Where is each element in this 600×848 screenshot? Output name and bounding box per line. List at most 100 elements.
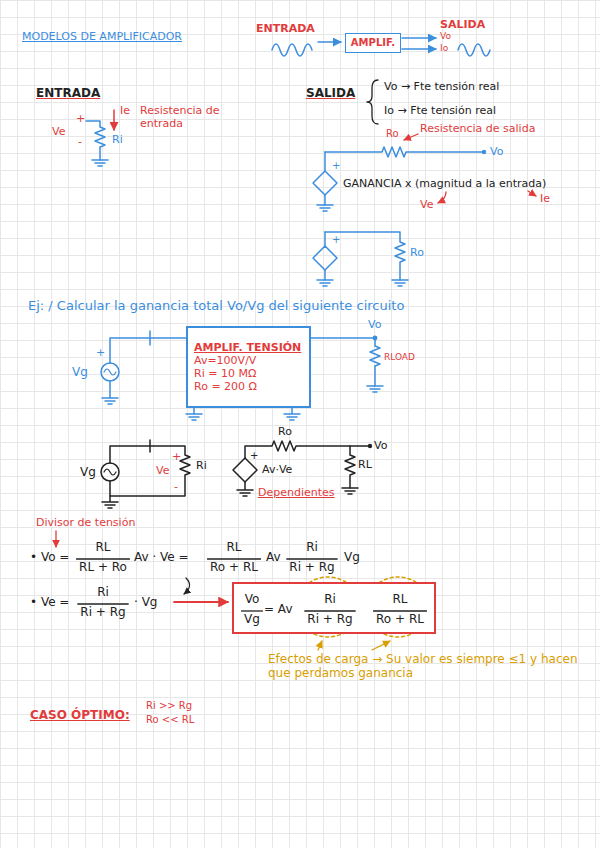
terminal-dot <box>373 336 378 341</box>
box-heading: AMPLIF. TENSIÓN <box>194 341 303 354</box>
box-heading: AMPLIF. <box>350 37 396 49</box>
note: Vo → Fte tensión real <box>384 80 499 93</box>
fraction-bar <box>286 558 337 559</box>
equation-term: · Vg <box>134 595 157 609</box>
resistor-name: RL <box>358 458 372 471</box>
ground-symbol <box>186 406 300 420</box>
polarity-sign: + <box>172 450 181 463</box>
ground-symbol <box>317 205 333 211</box>
equation-term: Av · Ve = <box>134 550 189 564</box>
source-value: Av·Ve <box>262 463 292 476</box>
input-wave <box>272 44 312 56</box>
leader-arrow <box>318 641 322 650</box>
leader-arrow <box>438 192 446 203</box>
ground-symbol <box>92 160 108 166</box>
resistor-symbol <box>325 147 482 157</box>
resistor-name: Ro <box>386 128 399 140</box>
output-wave <box>458 44 490 56</box>
wire-tick <box>149 331 151 345</box>
dependent-source-symbol <box>313 171 337 195</box>
fraction-denominator: Ro + RL <box>210 560 258 574</box>
resistor-name: RLOAD <box>384 352 415 363</box>
brace <box>367 80 378 124</box>
box-text: Ri + Rg <box>307 612 352 626</box>
dependent-source-symbol <box>233 458 257 482</box>
box-text: Ri = 10 MΩ <box>194 367 303 380</box>
voltage-name: Ve <box>420 198 433 211</box>
dependent-source-symbol <box>313 246 337 270</box>
voltage-source-symbol <box>101 463 119 481</box>
box-text: Vg <box>244 612 260 626</box>
box-text: Ro + RL <box>376 612 424 626</box>
terminal-name: Vo <box>368 318 381 331</box>
amplifier-block: AMPLIF. <box>345 33 401 53</box>
result-arrow <box>174 601 228 603</box>
annotation: Resistencia de entrada <box>140 104 250 130</box>
sine-symbol <box>104 369 116 375</box>
polarity-sign: + <box>332 234 340 246</box>
resistor-name: Ri <box>196 459 207 472</box>
note: Io → Fte tensión real <box>384 104 496 117</box>
fraction-numerator: RL <box>95 540 110 554</box>
condition: Ro << RL <box>146 714 194 726</box>
fraction-denominator: RL + Ro <box>79 560 127 574</box>
resistor-symbol <box>110 446 190 496</box>
result-box: VoVg = Av Ri Ri + Rg RL Ro + RL <box>232 582 436 634</box>
wire <box>110 338 186 398</box>
equation-term: • Ve = <box>30 595 69 609</box>
current-arrow <box>113 110 115 130</box>
section-heading: SALIDA <box>306 86 355 100</box>
output-label: SALIDA <box>440 18 485 31</box>
exercise-statement: Ej: / Calcular la ganancia total Vo/Vg d… <box>28 298 404 314</box>
box-heading: Vo <box>245 592 260 606</box>
fraction-bar <box>207 558 261 559</box>
source-name: Vg <box>72 365 88 379</box>
terminal-dot <box>368 444 372 448</box>
box-text: Av=100V/V <box>194 354 303 367</box>
voltage-name: Ve <box>156 464 169 477</box>
resistor-symbol <box>345 446 355 488</box>
polarity-sign: - <box>78 135 82 148</box>
fraction-bar <box>373 610 427 611</box>
leader-arrow <box>528 191 536 196</box>
fraction-denominator: Ri + Rg <box>80 605 125 619</box>
box-text: Ro = 200 Ω <box>194 380 303 393</box>
leader-arrow <box>404 134 418 140</box>
annotation: Resistencia de salida <box>420 122 535 135</box>
note: Efectos de carga → Su valor es siempre ≤… <box>268 652 580 681</box>
polarity-sign: + <box>332 160 340 172</box>
leader-arrow <box>184 578 190 594</box>
resistor-symbol <box>86 121 105 160</box>
box-text: RL <box>392 592 407 606</box>
fraction-numerator: Ri <box>306 540 318 554</box>
terminal-name: Vo <box>374 439 387 452</box>
fraction-denominator: Ri + Rg <box>289 560 334 574</box>
voltage-source-symbol <box>101 363 119 381</box>
fraction-bar <box>76 558 130 559</box>
condition: Ri >> Rg <box>146 700 192 712</box>
voltage-name: Ve <box>52 125 65 138</box>
box-text: Ri <box>324 592 336 606</box>
leader-arrow <box>372 641 390 650</box>
polarity-sign: + <box>76 112 85 125</box>
section-heading: ENTRADA <box>36 86 100 100</box>
resistor-name: Ro <box>278 425 292 438</box>
ground-symbol <box>102 398 118 404</box>
fraction-bar <box>241 610 263 611</box>
note: Dependientes <box>258 486 335 499</box>
resistor-symbol <box>300 338 380 386</box>
fraction-bar <box>77 603 128 604</box>
equation-term: Av <box>266 550 281 564</box>
equation-term: • Vo = <box>30 550 69 564</box>
page-title: MODELOS DE AMPLIFICADOR <box>22 30 182 43</box>
box-text: = Av <box>264 602 292 616</box>
sine-symbol <box>104 469 116 475</box>
terminal-name: Vo <box>490 145 503 158</box>
signal-arrow <box>402 48 436 50</box>
note: Divisor de tensión <box>36 516 135 529</box>
note: GANANCIA x (magnitud a la entrada) <box>343 177 546 190</box>
input-label: ENTRADA <box>256 22 315 35</box>
fraction-bar <box>304 610 355 611</box>
current-name: Ie <box>120 104 130 117</box>
polarity-sign: + <box>96 346 105 359</box>
